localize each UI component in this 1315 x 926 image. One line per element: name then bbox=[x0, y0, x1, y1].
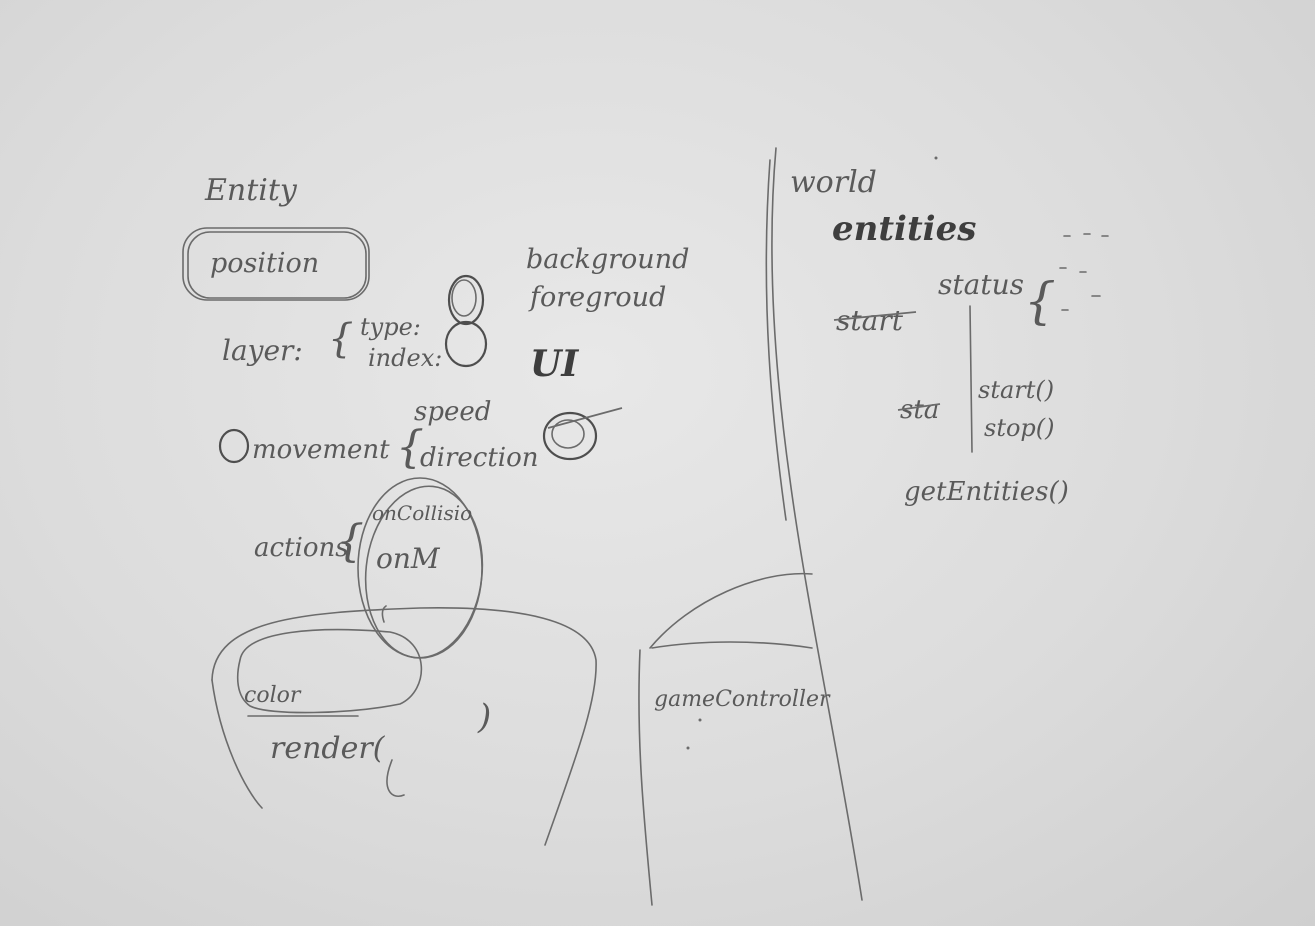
world-title: world bbox=[790, 165, 877, 200]
position-box bbox=[182, 227, 370, 301]
controller-label: gameController bbox=[654, 687, 831, 712]
layer-field-index: index: bbox=[368, 344, 442, 372]
layer-brace: { bbox=[328, 316, 353, 362]
start-strike bbox=[833, 311, 917, 321]
actions-field-onm: onM bbox=[376, 542, 441, 575]
layer-value-background: background bbox=[526, 244, 689, 275]
render-label: render( bbox=[270, 731, 386, 766]
render-close-paren: ) bbox=[477, 697, 491, 737]
actions-field-oncollision: onCollisio bbox=[372, 501, 472, 525]
position-label: position bbox=[210, 248, 319, 279]
world-method-start: start() bbox=[978, 376, 1054, 404]
position-box-retrace bbox=[187, 231, 367, 299]
controller-left bbox=[638, 649, 653, 906]
crossed-out-line bbox=[547, 407, 623, 429]
status-divider bbox=[969, 305, 973, 453]
color-bubble bbox=[236, 628, 423, 714]
divider-line bbox=[771, 147, 863, 901]
layer-label: layer: bbox=[222, 334, 303, 367]
scribble-inner bbox=[451, 279, 477, 317]
actions-paren bbox=[381, 605, 387, 623]
movement-brace: { bbox=[396, 422, 424, 473]
world-status-crossed: sta bbox=[900, 395, 939, 425]
render-outline-top bbox=[211, 607, 597, 846]
world-dot bbox=[934, 156, 938, 160]
entity-title: Entity bbox=[204, 173, 298, 208]
layer-field-type: type: bbox=[360, 313, 421, 341]
render-body-paren bbox=[386, 759, 405, 797]
controller-top bbox=[651, 641, 813, 649]
crossed-out-circle-inner bbox=[551, 419, 585, 449]
controller-dot bbox=[686, 746, 690, 750]
status-dashes bbox=[1059, 233, 1109, 311]
layer-value-foreground: foregroud bbox=[528, 282, 666, 313]
crossed-out-circle bbox=[542, 411, 598, 461]
divider-line-retrace bbox=[765, 159, 787, 521]
movement-field-direction: direction bbox=[420, 443, 539, 473]
movement-field-speed: speed bbox=[414, 397, 491, 427]
render-outline-left bbox=[211, 679, 263, 809]
world-method-stop: stop() bbox=[984, 414, 1055, 442]
movement-scribble bbox=[218, 428, 250, 464]
movement-label: movement bbox=[252, 435, 390, 465]
scribble-bottom bbox=[444, 320, 488, 368]
status-brace: { bbox=[1024, 272, 1056, 330]
world-start-crossed: start bbox=[836, 304, 904, 337]
controller-dot bbox=[698, 718, 702, 722]
world-status: status bbox=[938, 268, 1024, 301]
color-label: color bbox=[244, 683, 302, 708]
controller-arc bbox=[649, 572, 813, 649]
scribble-top bbox=[447, 274, 485, 326]
world-get-entities: getEntities() bbox=[904, 477, 1069, 507]
sta-strike bbox=[897, 403, 941, 411]
actions-brace: { bbox=[336, 516, 364, 567]
actions-bubble-retrace bbox=[364, 485, 484, 659]
layer-value-ui: UI bbox=[530, 343, 579, 385]
actions-label: actions bbox=[254, 533, 349, 563]
world-entities: entities bbox=[832, 209, 976, 249]
